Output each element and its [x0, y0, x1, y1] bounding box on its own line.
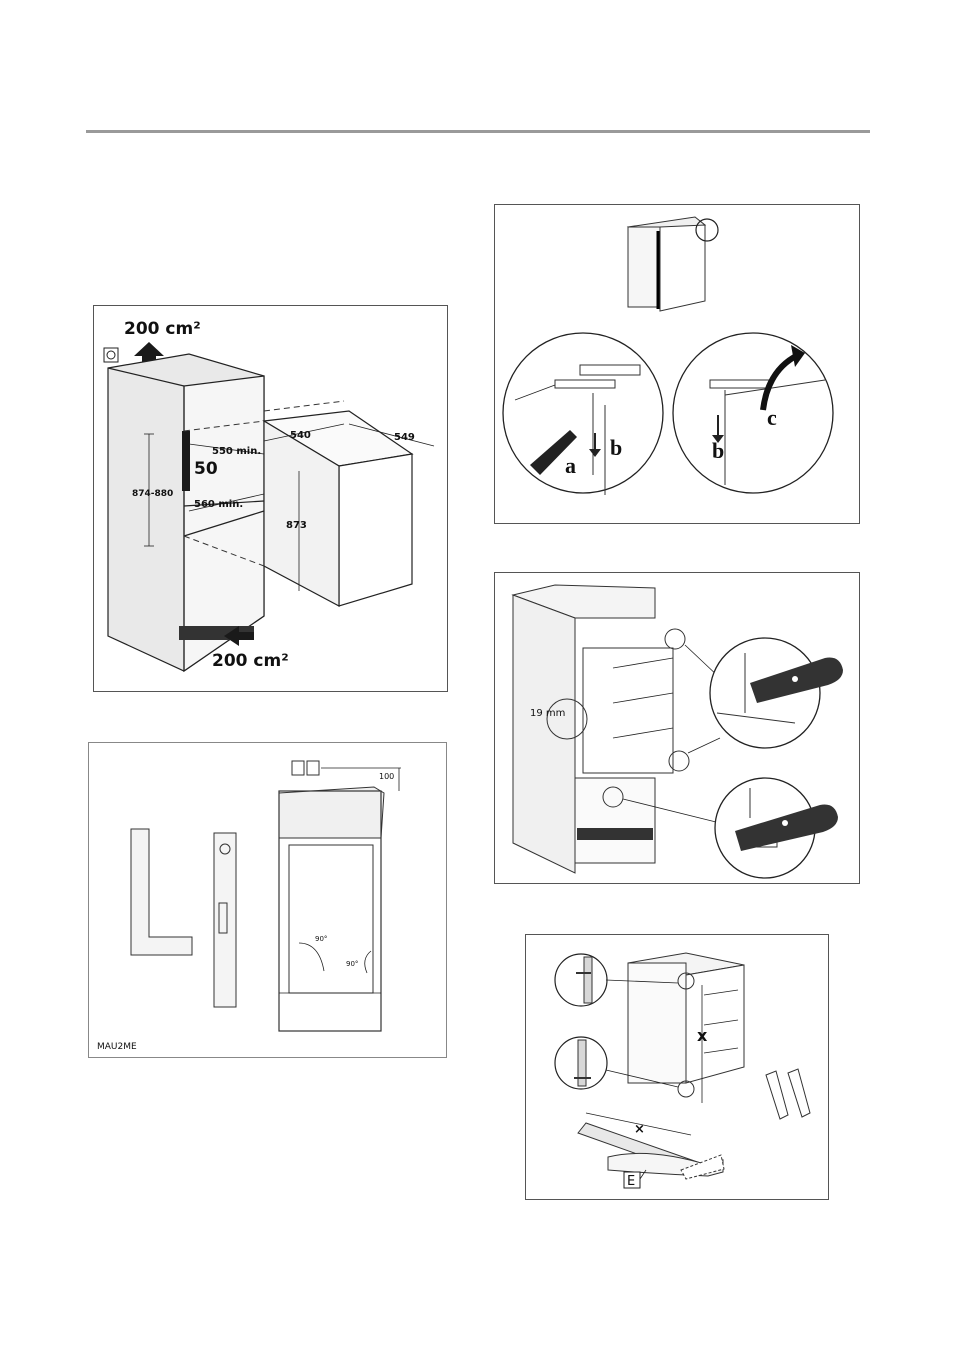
dim-19mm-label: 19 mm — [530, 708, 565, 719]
dim-x-label: x — [697, 1026, 708, 1045]
strip-e-label: E — [627, 1174, 635, 1189]
screwdriver-icon — [735, 804, 838, 851]
dim-550-label: 550 min. — [212, 446, 261, 457]
step-b-label-right: b — [712, 438, 724, 463]
appliance-outline — [183, 400, 414, 607]
arrow-down-icon — [589, 433, 601, 457]
spare-strips-icon — [765, 1068, 811, 1120]
appliance-in-niche — [511, 584, 690, 874]
figure-installation-dimensions: 200 cm² 874-88 — [93, 305, 448, 692]
set-square-icon — [130, 828, 193, 956]
figure-hinge-adjustment: a b b c — [494, 204, 860, 524]
figure-niche-check: 100 90° 90° MAU2ME — [88, 742, 447, 1058]
arrow-up-icon — [134, 342, 164, 364]
appliance-outline — [627, 952, 745, 1098]
spirit-level-icon — [213, 832, 237, 1008]
screwdriver-icon — [750, 657, 843, 703]
detail-circle-left — [502, 332, 664, 495]
step-b-label-left: b — [610, 435, 622, 460]
figure-cover-strip: x × E — [525, 934, 829, 1200]
niche-cabinet — [278, 786, 385, 1032]
dim-x-strip-label: × — [634, 1122, 645, 1137]
dim-100-label: 100 — [379, 772, 394, 781]
angle-b-label: 90° — [346, 960, 358, 968]
socket-icon — [103, 347, 119, 363]
dim-540-label: 540 — [290, 430, 311, 441]
vent-bottom-label: 200 cm² — [212, 651, 289, 671]
figure-code: MAU2ME — [97, 1042, 137, 1052]
step-a-label: a — [565, 453, 576, 478]
appliance-thumbnail — [626, 216, 719, 312]
angle-a-label: 90° — [315, 935, 327, 943]
detail-circle-right — [672, 332, 834, 494]
step-c-label: c — [767, 405, 777, 430]
dim-560-label: 560 min. — [194, 499, 243, 510]
dim-874-label: 874-880 — [132, 489, 173, 499]
detail-circle-bottom — [554, 1036, 608, 1090]
cover-strip — [577, 1122, 725, 1180]
dim-873-label: 873 — [286, 520, 307, 531]
dim-50-label: 50 — [194, 459, 218, 479]
arrow-down-icon — [712, 415, 724, 443]
socket-icon — [291, 760, 320, 776]
dim-549-label: 549 — [394, 432, 415, 443]
header-rule — [86, 130, 870, 133]
arrow-left-icon — [224, 626, 254, 646]
vent-top-label: 200 cm² — [124, 319, 201, 339]
niche-cabinet — [107, 353, 265, 673]
detail-circle-top — [554, 953, 608, 1007]
arrow-curved-icon — [760, 345, 805, 411]
figure-door-fixing: 19 mm — [494, 572, 860, 884]
